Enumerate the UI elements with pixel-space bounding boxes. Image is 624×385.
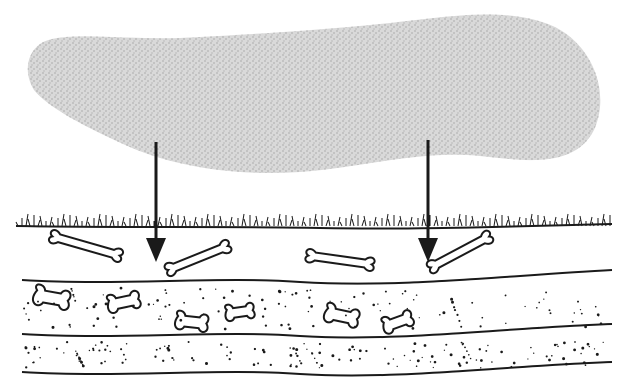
- bone-fragment-icon: [323, 302, 361, 329]
- bone-fragment-icon: [32, 284, 72, 311]
- bone-fragment-icon: [380, 308, 415, 335]
- bone-icon: [305, 248, 375, 271]
- down-arrow-icon: [146, 142, 166, 262]
- bone-fragment-icon: [224, 301, 255, 322]
- grass-ground-line: [16, 214, 612, 229]
- stippled-cloud-shape: [28, 14, 601, 173]
- bone-icon: [426, 229, 495, 274]
- bone-icon: [48, 229, 124, 263]
- bottom-sediment-layer: [22, 362, 612, 375]
- bone-fragment-icon: [105, 289, 141, 314]
- top-bone-layer: [22, 270, 612, 284]
- middle-fragment-layer: [22, 324, 612, 337]
- down-arrow-icon: [418, 140, 438, 262]
- bone-icon: [164, 239, 233, 277]
